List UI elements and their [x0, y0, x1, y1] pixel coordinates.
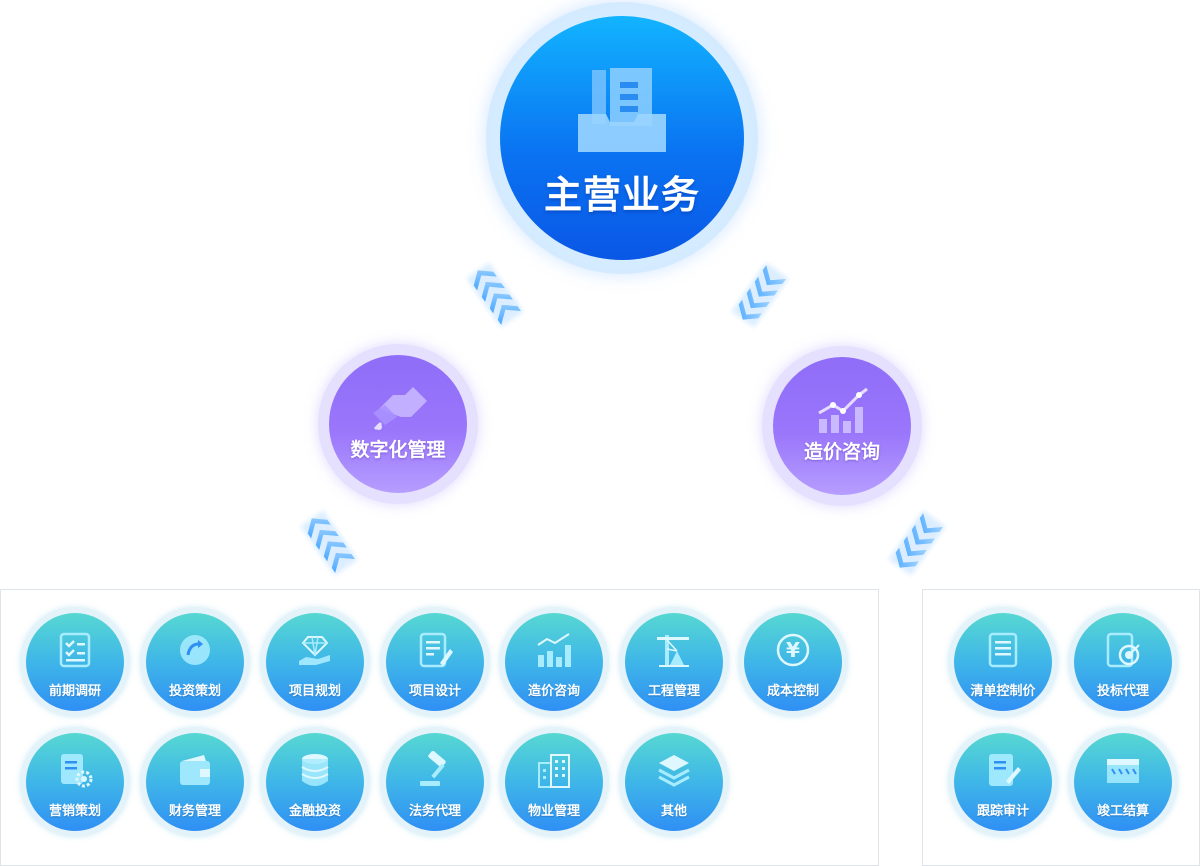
bar-chart-icon	[537, 633, 571, 667]
service-item-circle: ¥ 成本控制	[744, 613, 842, 711]
service-item[interactable]: 投资策划	[140, 607, 250, 717]
service-item-label: 投资策划	[168, 683, 221, 698]
connector-chevron-icon	[731, 262, 789, 328]
document-stack-icon	[578, 68, 666, 152]
service-item[interactable]: 金融投资	[260, 727, 370, 837]
main-title: 主营业务	[543, 175, 700, 217]
service-item[interactable]: 前期调研	[20, 607, 130, 717]
service-item-circle: 清单控制价	[954, 613, 1052, 711]
service-item-label: 前期调研	[48, 683, 101, 698]
connector-chevron-icon	[466, 262, 524, 328]
service-item-label: 项目设计	[408, 683, 461, 698]
service-item-label: 投标代理	[1096, 683, 1149, 698]
branch-digital-management[interactable]: 数字化管理	[329, 355, 467, 493]
service-item-label: 造价咨询	[527, 683, 580, 698]
service-item[interactable]: ¥ 成本控制	[738, 607, 848, 717]
branch-title: 数字化管理	[350, 440, 446, 461]
service-item-label: 其他	[660, 803, 687, 818]
crane-icon	[657, 635, 689, 667]
service-item[interactable]: 物业管理	[499, 727, 609, 837]
service-item-label: 物业管理	[527, 803, 580, 818]
service-item-label: 法务代理	[408, 803, 461, 818]
service-item-label: 工程管理	[647, 683, 700, 698]
service-item-circle: 工程管理	[625, 613, 723, 711]
document-gear-icon	[61, 754, 93, 788]
circular-arrow-icon	[180, 635, 210, 665]
service-item-circle: 造价咨询	[505, 613, 603, 711]
service-item-circle: 项目设计	[386, 613, 484, 711]
service-item-circle: 金融投资	[266, 733, 364, 831]
connector-chevron-icon	[300, 510, 358, 576]
service-item[interactable]: 清单控制价	[948, 607, 1058, 717]
service-item[interactable]: 工程管理	[619, 607, 729, 717]
service-item[interactable]: 营销策划	[20, 727, 130, 837]
service-item-circle: 投标代理	[1074, 613, 1172, 711]
branch-cost-consulting[interactable]: 造价咨询	[773, 357, 911, 495]
service-item-circle: 投资策划	[146, 613, 244, 711]
service-item[interactable]: 项目规划	[260, 607, 370, 717]
document-edit-icon	[989, 754, 1021, 786]
ruler-panel-icon	[1107, 759, 1139, 783]
document-pen-icon	[419, 632, 453, 668]
service-item[interactable]: 竣工结算	[1068, 727, 1178, 837]
service-item[interactable]: 跟踪审计	[948, 727, 1058, 837]
service-item-circle: 竣工结算	[1074, 733, 1172, 831]
coin-stack-icon	[301, 754, 329, 786]
service-item-label: 跟踪审计	[976, 803, 1029, 818]
yen-coin-icon: ¥	[776, 633, 810, 667]
layers-icon	[658, 755, 690, 787]
svg-text:¥: ¥	[786, 638, 800, 662]
checklist-icon	[59, 632, 91, 668]
service-item-circle: 法务代理	[386, 733, 484, 831]
service-item-label: 财务管理	[168, 803, 221, 818]
connector-chevron-icon	[888, 510, 946, 576]
service-item[interactable]: 其他	[619, 727, 729, 837]
wallet-icon	[180, 755, 210, 785]
handshake-icon	[373, 387, 427, 431]
service-item[interactable]: 投标代理	[1068, 607, 1178, 717]
service-item-circle: 其他	[625, 733, 723, 831]
service-item-label: 营销策划	[48, 803, 101, 818]
service-item-circle: 财务管理	[146, 733, 244, 831]
bar-chart-growth-icon	[818, 387, 868, 433]
service-item-circle: 物业管理	[505, 733, 603, 831]
diamond-hand-icon	[299, 636, 330, 665]
service-item-circle: 跟踪审计	[954, 733, 1052, 831]
target-document-icon	[1106, 632, 1140, 668]
service-item[interactable]: 法务代理	[380, 727, 490, 837]
gavel-icon	[420, 751, 446, 786]
service-item-circle: 营销策划	[26, 733, 124, 831]
service-item-label: 金融投资	[288, 803, 341, 818]
service-item-label: 清单控制价	[970, 683, 1036, 698]
service-item-circle: 项目规划	[266, 613, 364, 711]
service-item-label: 成本控制	[766, 683, 819, 698]
service-item[interactable]: 财务管理	[140, 727, 250, 837]
service-item[interactable]: 项目设计	[380, 607, 490, 717]
service-item-label: 竣工结算	[1096, 803, 1149, 818]
service-item[interactable]: 造价咨询	[499, 607, 609, 717]
list-document-icon	[988, 632, 1018, 668]
main-business-node[interactable]: 主营业务	[500, 16, 744, 260]
building-icon	[538, 754, 570, 788]
service-item-label: 项目规划	[288, 683, 341, 698]
branch-title: 造价咨询	[803, 442, 880, 463]
service-item-circle: 前期调研	[26, 613, 124, 711]
